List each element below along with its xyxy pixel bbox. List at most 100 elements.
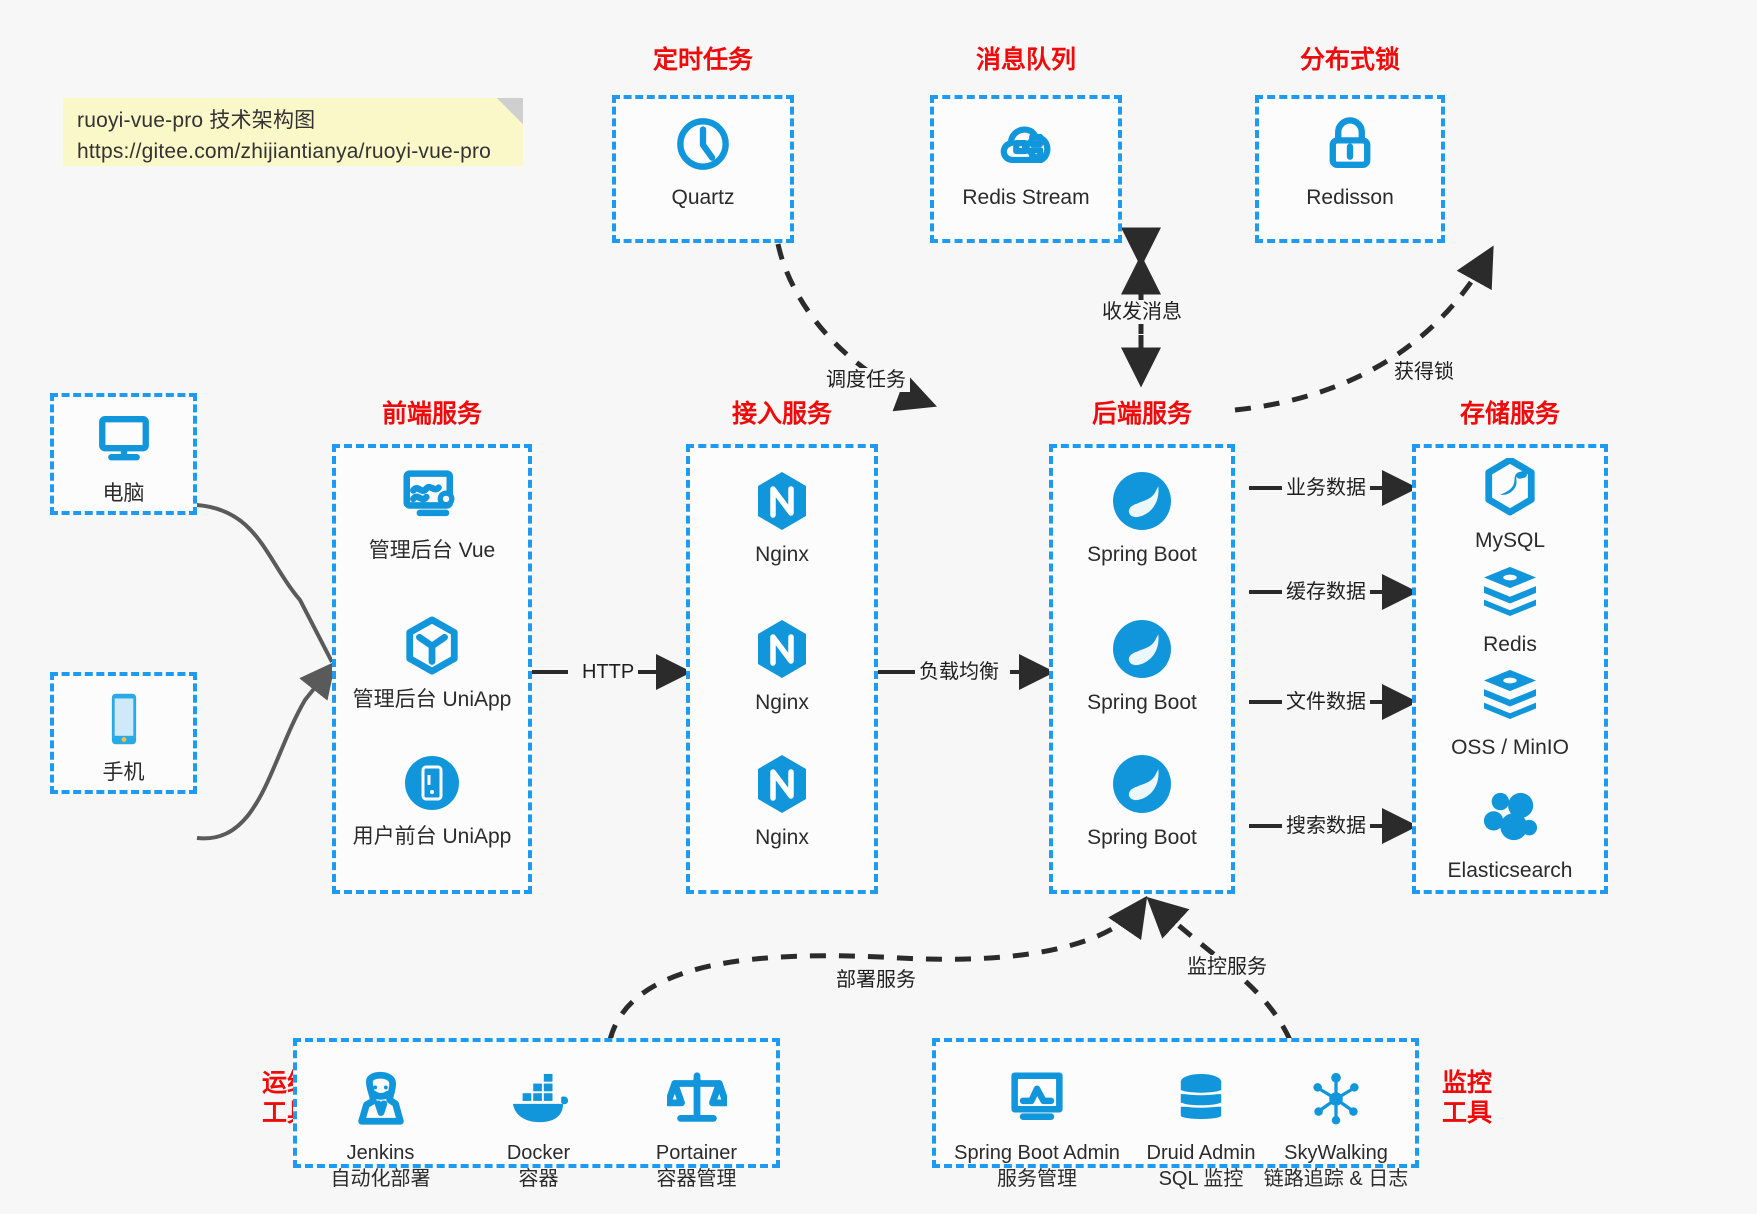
node-portainer[interactable]: Portainer 容器管理 xyxy=(619,1066,774,1192)
caption-backend: 后端服务 xyxy=(1091,400,1192,428)
note-line-1: ruoyi-vue-pro 技术架构图 xyxy=(77,109,316,132)
node-nginx-2[interactable]: Nginx xyxy=(690,618,874,716)
jenkins-icon xyxy=(303,1066,458,1132)
node-druid-admin[interactable]: Druid Admin SQL 监控 xyxy=(1126,1066,1276,1192)
cube-icon xyxy=(336,615,528,677)
node-label: Spring Boot xyxy=(1087,691,1197,714)
node-label: Portainer xyxy=(655,1142,738,1164)
node-mobile[interactable]: 手机 xyxy=(54,688,193,786)
nginx-icon xyxy=(690,470,874,532)
node-user-uniapp[interactable]: 用户前台 UniApp xyxy=(336,752,528,850)
node-sublabel: 容器管理 xyxy=(656,1168,737,1190)
node-spring-boot-1[interactable]: Spring Boot xyxy=(1053,470,1231,568)
node-jenkins[interactable]: Jenkins 自动化部署 xyxy=(303,1066,458,1192)
node-redis[interactable]: Redis xyxy=(1416,560,1604,658)
docker-icon xyxy=(461,1066,616,1132)
node-redis-stream[interactable]: Redis Stream xyxy=(934,113,1118,211)
mysql-icon xyxy=(1416,456,1604,518)
caption-monitor-line2: 工具 xyxy=(1441,1099,1492,1127)
desktop-icon xyxy=(54,409,193,471)
edge-label-http: HTTP xyxy=(578,660,639,684)
node-label: Nginx xyxy=(755,543,809,566)
node-label: Redis Stream xyxy=(962,186,1090,209)
node-sublabel: 容器 xyxy=(518,1168,559,1190)
caption-frontend: 前端服务 xyxy=(381,400,482,428)
node-desktop[interactable]: 电脑 xyxy=(54,409,193,507)
edge-label-schedule-task: 调度任务 xyxy=(822,368,910,392)
caption-gateway: 接入服务 xyxy=(731,400,832,428)
node-admin-uniapp[interactable]: 管理后台 UniApp xyxy=(336,615,528,713)
edge-label-deploy-service: 部署服务 xyxy=(832,968,920,992)
node-redisson[interactable]: Redisson xyxy=(1259,113,1441,211)
node-label: 管理后台 UniApp xyxy=(352,688,512,711)
node-sublabel: SQL 监控 xyxy=(1158,1168,1244,1190)
node-oss-minio[interactable]: OSS / MinIO xyxy=(1416,663,1604,761)
node-label: MySQL xyxy=(1474,529,1545,552)
node-nginx-1[interactable]: Nginx xyxy=(690,470,874,568)
group-scheduler: Quartz xyxy=(612,95,794,243)
nginx-icon xyxy=(690,753,874,815)
node-label: Quartz xyxy=(671,186,735,209)
edge-label-search-data: 搜索数据 xyxy=(1282,814,1370,838)
node-label: 管理后台 Vue xyxy=(368,539,496,562)
scales-icon xyxy=(619,1066,774,1132)
redis-icon xyxy=(1416,560,1604,622)
group-storage: MySQL Redis OSS xyxy=(1412,444,1608,894)
node-label: Druid Admin xyxy=(1146,1142,1256,1164)
group-client-mobile: 手机 xyxy=(50,672,197,794)
spring-icon xyxy=(1053,470,1231,532)
node-spring-boot-admin[interactable]: Spring Boot Admin 服务管理 xyxy=(942,1066,1132,1192)
node-admin-vue[interactable]: 管理后台 Vue xyxy=(336,466,528,564)
caption-scheduler: 定时任务 xyxy=(652,46,753,74)
node-elasticsearch[interactable]: Elasticsearch xyxy=(1416,786,1604,884)
node-label: 电脑 xyxy=(102,482,145,505)
edge-label-cache-data: 缓存数据 xyxy=(1282,580,1370,604)
lock-icon xyxy=(1259,113,1441,175)
edge-label-monitor-service: 监控服务 xyxy=(1183,955,1271,979)
caption-mq: 消息队列 xyxy=(975,46,1076,74)
node-label: 用户前台 UniApp xyxy=(352,825,512,848)
group-backend: Spring Boot Spring Boot Spring Boot xyxy=(1049,444,1235,894)
node-label: Spring Boot xyxy=(1087,543,1197,566)
node-mysql[interactable]: MySQL xyxy=(1416,456,1604,554)
elasticsearch-icon xyxy=(1416,786,1604,848)
clock-icon xyxy=(616,113,790,175)
caption-monitor: 监控 工具 xyxy=(1432,1068,1502,1128)
node-skywalking[interactable]: SkyWalking 链路追踪 & 日志 xyxy=(1256,1066,1416,1192)
node-label: Docker xyxy=(506,1142,571,1164)
group-devops: Jenkins 自动化部署 Docker 容器 xyxy=(293,1038,780,1190)
edge-label-send-receive-msg: 收发消息 xyxy=(1098,300,1186,324)
node-label: Nginx xyxy=(755,691,809,714)
mobile-icon xyxy=(54,688,193,750)
app-circle-icon xyxy=(336,752,528,814)
note-line-2: https://gitee.com/zhijiantianya/ruoyi-vu… xyxy=(77,140,492,163)
node-label: Redis xyxy=(1483,633,1537,656)
skywalking-icon xyxy=(1256,1066,1416,1132)
group-monitor: Spring Boot Admin 服务管理 Druid Admin SQL 监… xyxy=(932,1038,1419,1190)
group-lock: Redisson xyxy=(1255,95,1445,243)
group-client-pc: 电脑 xyxy=(50,393,197,515)
node-label: 手机 xyxy=(102,761,145,784)
edge-label-business-data: 业务数据 xyxy=(1282,476,1370,500)
node-label: Spring Boot xyxy=(1087,826,1197,849)
caption-storage: 存储服务 xyxy=(1459,400,1560,428)
node-label: Elasticsearch xyxy=(1447,859,1573,882)
cloud-network-icon xyxy=(934,113,1118,175)
node-docker[interactable]: Docker 容器 xyxy=(461,1066,616,1192)
node-nginx-3[interactable]: Nginx xyxy=(690,753,874,851)
group-mq: Redis Stream xyxy=(930,95,1122,243)
node-label: SkyWalking xyxy=(1284,1142,1388,1164)
edge-label-acquire-lock: 获得锁 xyxy=(1390,360,1458,384)
group-frontend: 管理后台 Vue 管理后台 UniApp 用户前台 UniApp xyxy=(332,444,532,894)
node-sublabel: 服务管理 xyxy=(997,1168,1077,1190)
node-spring-boot-3[interactable]: Spring Boot xyxy=(1053,753,1231,851)
group-gateway: Nginx Nginx Nginx xyxy=(686,444,878,894)
edge-label-load-balance: 负载均衡 xyxy=(915,660,1003,684)
oss-icon xyxy=(1416,663,1604,725)
node-spring-boot-2[interactable]: Spring Boot xyxy=(1053,618,1231,716)
monitor-chart-icon xyxy=(942,1066,1132,1132)
node-quartz[interactable]: Quartz xyxy=(616,113,790,211)
spring-icon xyxy=(1053,618,1231,680)
node-label: Jenkins xyxy=(346,1142,415,1164)
